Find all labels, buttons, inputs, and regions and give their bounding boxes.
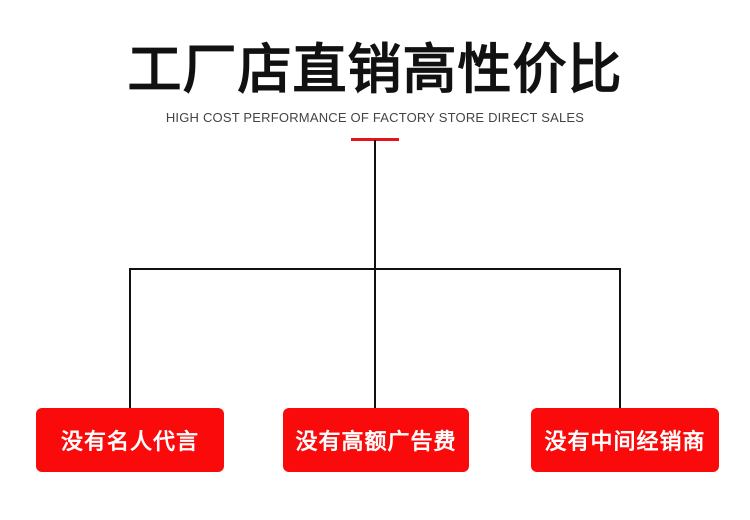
branch-line-left — [129, 268, 131, 410]
trunk-line — [374, 140, 376, 410]
branch-box-no-middleman: 没有中间经销商 — [531, 408, 719, 472]
page-subtitle: HIGH COST PERFORMANCE OF FACTORY STORE D… — [165, 110, 585, 125]
accent-bar — [351, 138, 399, 141]
branch-line-right — [619, 268, 621, 410]
page-title: 工厂店直销高性价比 — [127, 38, 623, 101]
branch-horizontal-line — [129, 268, 621, 270]
branch-box-no-advertising: 没有高额广告费 — [283, 408, 469, 472]
branch-box-no-celebrity: 没有名人代言 — [36, 408, 224, 472]
